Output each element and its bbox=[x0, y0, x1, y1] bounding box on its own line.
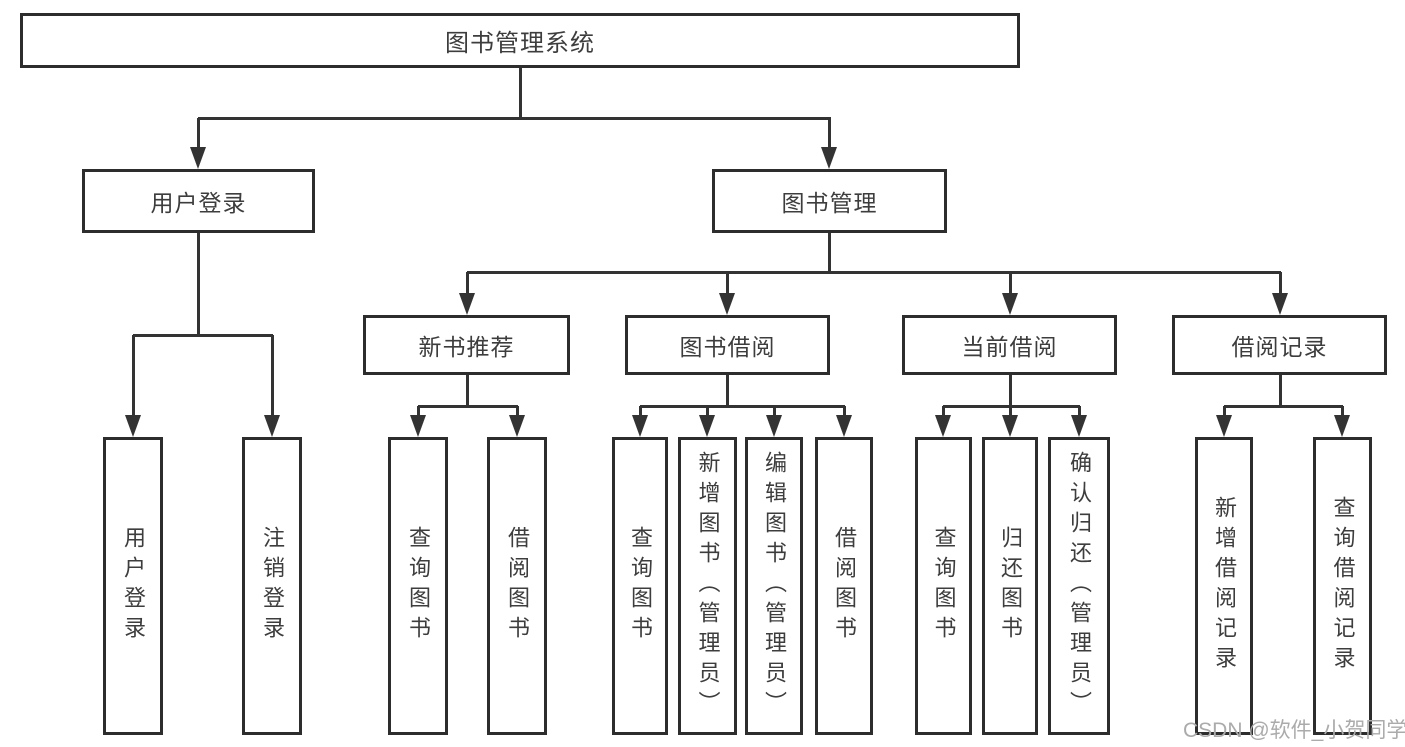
leaf-user-login-label: 用户登录 bbox=[121, 526, 146, 646]
leaf-confirm-return-admin-label: 确认归还（管理员） bbox=[1067, 451, 1092, 721]
leaf-confirm-return-admin: 确认归还（管理员） bbox=[1048, 437, 1110, 735]
arrowhead-down-icon bbox=[699, 415, 715, 437]
node-book-borrowing: 图书借阅 bbox=[625, 315, 830, 375]
connector-line bbox=[466, 272, 469, 297]
arrowhead-down-icon bbox=[1216, 415, 1232, 437]
leaf-query-books-recommend-label: 查询图书 bbox=[406, 526, 431, 646]
arrowhead-down-icon bbox=[1071, 415, 1087, 437]
arrowhead-down-icon bbox=[935, 415, 951, 437]
arrowhead-down-icon bbox=[766, 415, 782, 437]
connector-line bbox=[133, 334, 273, 337]
connector-line bbox=[828, 118, 831, 151]
connector-line bbox=[467, 271, 1281, 274]
leaf-borrow-books-label: 借阅图书 bbox=[832, 526, 857, 646]
leaf-logout: 注销登录 bbox=[242, 437, 302, 735]
csdn-watermark: CSDN @软件_小贺同学 bbox=[1183, 719, 1405, 742]
leaf-query-books-borrowing: 查询图书 bbox=[612, 437, 668, 735]
connector-line bbox=[1279, 375, 1282, 408]
arrowhead-down-icon bbox=[125, 415, 141, 437]
connector-line bbox=[1009, 375, 1012, 408]
leaf-return-books: 归还图书 bbox=[982, 437, 1038, 735]
arrowhead-down-icon bbox=[459, 293, 475, 315]
arrowhead-down-icon bbox=[1002, 293, 1018, 315]
connector-line bbox=[1341, 406, 1344, 419]
connector-line bbox=[706, 406, 709, 419]
connector-line bbox=[773, 406, 776, 419]
connector-line bbox=[1223, 406, 1226, 419]
arrowhead-down-icon bbox=[264, 415, 280, 437]
arrowhead-down-icon bbox=[509, 415, 525, 437]
connector-line bbox=[1078, 406, 1081, 419]
leaf-add-books-admin: 新增图书（管理员） bbox=[678, 437, 737, 735]
arrowhead-down-icon bbox=[1334, 415, 1350, 437]
connector-line bbox=[198, 117, 831, 120]
connector-line bbox=[271, 335, 274, 419]
leaf-user-login: 用户登录 bbox=[103, 437, 163, 735]
arrowhead-down-icon bbox=[719, 293, 735, 315]
leaf-edit-books-admin: 编辑图书（管理员） bbox=[745, 437, 803, 735]
connector-line bbox=[417, 406, 420, 419]
connector-line bbox=[942, 406, 945, 419]
connector-line bbox=[726, 375, 729, 408]
leaf-query-books-recommend: 查询图书 bbox=[388, 437, 448, 735]
leaf-query-borrow-record-label: 查询借阅记录 bbox=[1330, 496, 1356, 676]
leaf-add-borrow-record: 新增借阅记录 bbox=[1195, 437, 1253, 735]
connector-line bbox=[1009, 406, 1012, 419]
leaf-logout-label: 注销登录 bbox=[260, 526, 285, 646]
leaf-query-books-current-label: 查询图书 bbox=[931, 526, 957, 646]
arrowhead-down-icon bbox=[190, 147, 206, 169]
node-library-management-system: 图书管理系统 bbox=[20, 13, 1020, 68]
connector-line bbox=[466, 375, 469, 408]
node-new-book-recommendation: 新书推荐 bbox=[363, 315, 570, 375]
connector-line bbox=[197, 118, 200, 151]
connector-line bbox=[726, 272, 729, 297]
arrowhead-down-icon bbox=[1002, 415, 1018, 437]
arrowhead-down-icon bbox=[821, 147, 837, 169]
arrowhead-down-icon bbox=[836, 415, 852, 437]
connector-line bbox=[197, 233, 200, 336]
node-current-borrowing: 当前借阅 bbox=[902, 315, 1117, 375]
leaf-query-books-borrowing-label: 查询图书 bbox=[628, 526, 653, 646]
connector-line bbox=[519, 68, 522, 118]
connector-line bbox=[1224, 405, 1343, 408]
connector-line bbox=[843, 406, 846, 419]
leaf-borrow-books: 借阅图书 bbox=[815, 437, 873, 735]
connector-line bbox=[639, 406, 642, 419]
arrowhead-down-icon bbox=[1272, 293, 1288, 315]
leaf-return-books-label: 归还图书 bbox=[998, 526, 1023, 646]
connector-line bbox=[1009, 272, 1012, 297]
node-borrowing-records: 借阅记录 bbox=[1172, 315, 1387, 375]
leaf-borrow-books-recommend: 借阅图书 bbox=[487, 437, 547, 735]
leaf-query-borrow-record: 查询借阅记录 bbox=[1313, 437, 1372, 735]
connector-line bbox=[640, 405, 845, 408]
node-book-management: 图书管理 bbox=[712, 169, 947, 233]
leaf-add-books-admin-label: 新增图书（管理员） bbox=[695, 451, 721, 721]
leaf-edit-books-admin-label: 编辑图书（管理员） bbox=[762, 451, 787, 721]
connector-line bbox=[418, 405, 518, 408]
connector-line bbox=[516, 406, 519, 419]
arrowhead-down-icon bbox=[632, 415, 648, 437]
connector-line bbox=[828, 233, 831, 274]
connector-line bbox=[1279, 272, 1282, 297]
leaf-add-borrow-record-label: 新增借阅记录 bbox=[1212, 496, 1237, 676]
leaf-borrow-books-recommend-label: 借阅图书 bbox=[505, 526, 530, 646]
connector-line bbox=[132, 335, 135, 419]
node-user-login: 用户登录 bbox=[82, 169, 315, 233]
arrowhead-down-icon bbox=[410, 415, 426, 437]
leaf-query-books-current: 查询图书 bbox=[915, 437, 972, 735]
